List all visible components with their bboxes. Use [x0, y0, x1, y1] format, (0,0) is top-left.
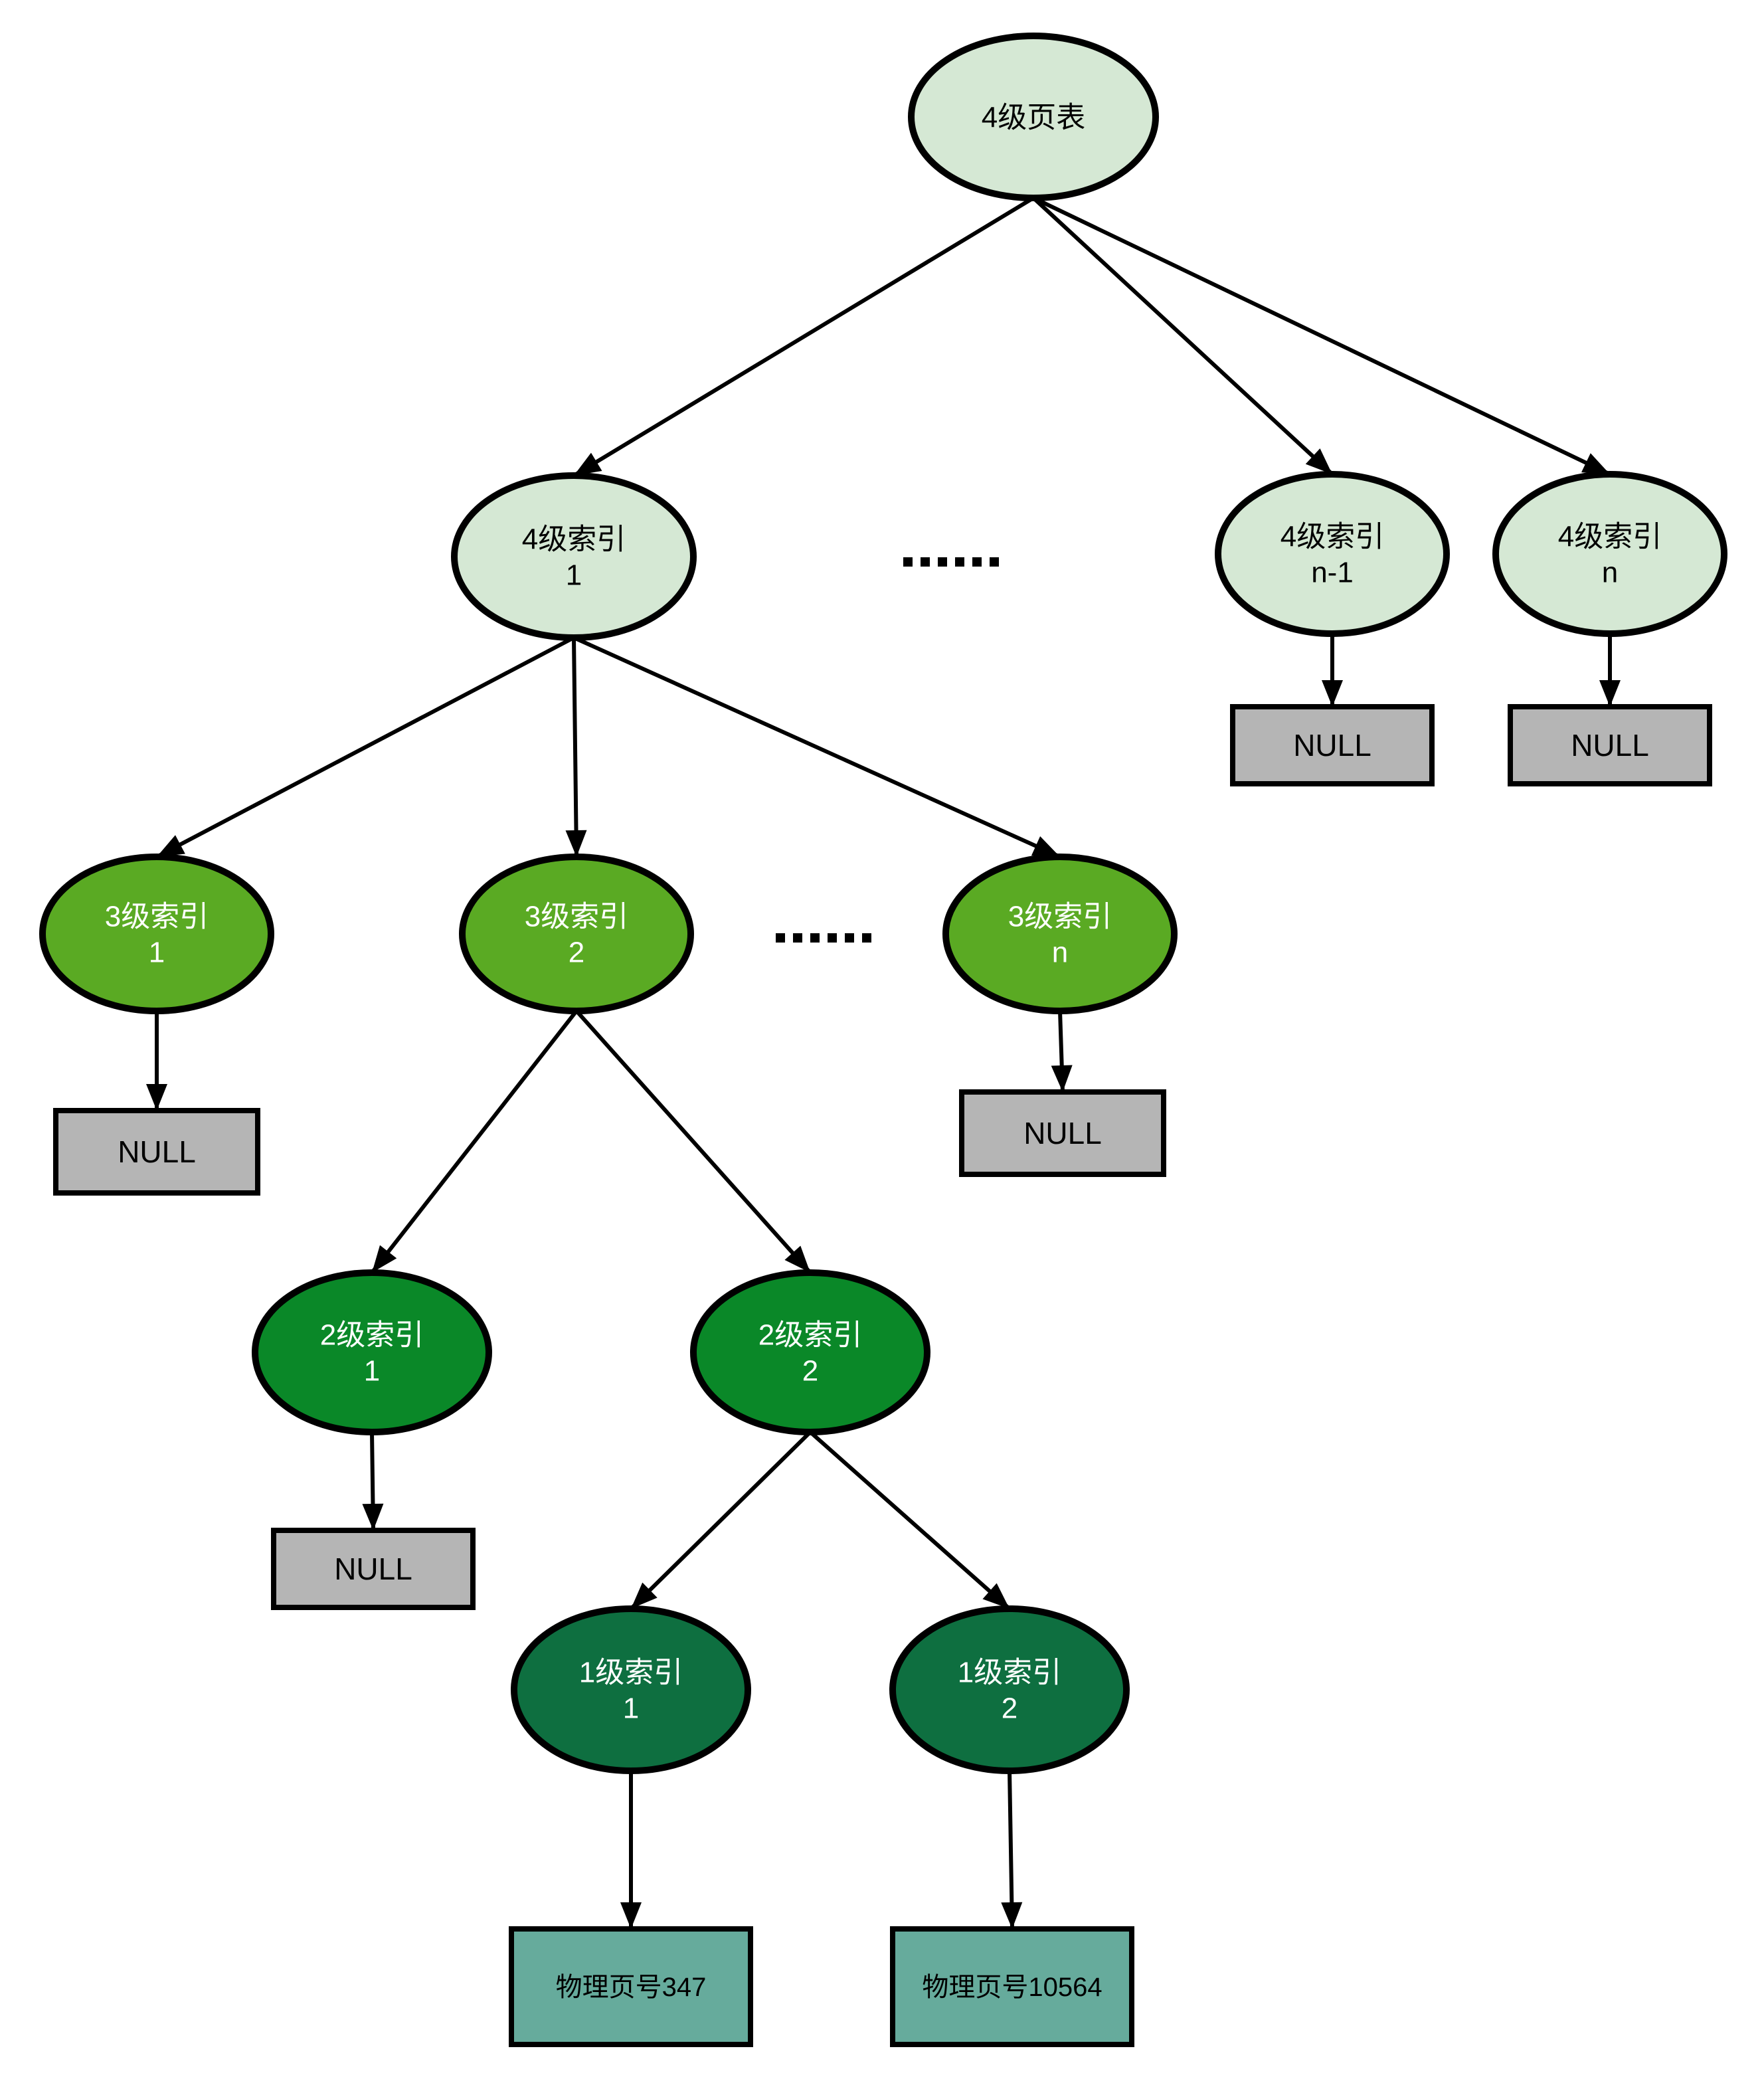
node-l1-index-1: 1级索引 1 [511, 1605, 751, 1774]
node-l1-index-1-label: 1 [623, 1692, 639, 1724]
node-null-l3-n-shape [959, 1089, 1166, 1177]
node-null-l2-1: NULL [271, 1528, 476, 1610]
ellipsis-dot [828, 933, 837, 943]
node-l4-root-label: 4级页表 [982, 101, 1085, 134]
node-l3-index-2-label: 2 [569, 936, 584, 968]
node-l4-root: 4级页表 [908, 33, 1159, 201]
node-l3-index-1-shape [39, 854, 274, 1014]
ellipsis-dot [972, 557, 982, 567]
node-page-347-shape [509, 1926, 753, 2047]
node-null-l3-1-label: NULL [118, 1134, 196, 1169]
dots-level3-ellipsis [776, 933, 871, 943]
ellipsis-dot [862, 933, 871, 943]
node-l2-index-1-label: 1 [364, 1354, 380, 1387]
ellipsis-dot [845, 933, 854, 943]
node-l1-index-2: 1级索引 2 [889, 1605, 1130, 1774]
node-l1-index-2-label: 1级索引 [958, 1656, 1061, 1688]
edge-l3-index-2-to-l2-index-1 [370, 1010, 578, 1274]
node-null-l4-n-label: NULL [1571, 728, 1649, 763]
node-l3-index-2-label: 3级索引 [525, 900, 628, 933]
node-l2-index-1-shape [252, 1269, 492, 1435]
ellipsis-dot [903, 557, 913, 567]
node-page-347: 物理页号347 [509, 1926, 753, 2047]
node-l4-index-n-label: 4级索引 [1558, 520, 1662, 553]
node-l3-index-n-shape [942, 854, 1178, 1014]
node-l1-index-1-label: 1级索引 [579, 1656, 683, 1688]
node-l3-index-1-label: 3级索引 [105, 900, 209, 933]
node-l4-index-1-label: 4级索引 [522, 523, 626, 555]
node-l2-index-2-label: 2 [802, 1354, 818, 1387]
ellipsis-dot [793, 933, 802, 943]
node-null-l4-n1-label: NULL [1293, 728, 1371, 763]
node-page-10564: 物理页号10564 [890, 1926, 1134, 2047]
node-null-l3-n-label: NULL [1023, 1116, 1102, 1150]
ellipsis-dot [990, 557, 999, 567]
node-null-l4-n1-shape [1230, 704, 1435, 786]
edge-l2-index-2-to-l1-index-2 [809, 1430, 1011, 1611]
node-l2-index-1-label: 2级索引 [320, 1318, 424, 1351]
ellipsis-dot [776, 933, 785, 943]
ellipsis-dot [938, 557, 947, 567]
edge-l4-index-1-to-l3-index-n [573, 636, 1061, 859]
edge-l4-index-1-to-l3-index-1 [155, 636, 575, 859]
edge-l3-index-2-to-l2-index-2 [574, 1010, 812, 1274]
edge-l1-index-2-to-page-10564 [1001, 1770, 1023, 1930]
node-l4-index-n-label: n [1602, 556, 1618, 589]
node-l4-index-1: 4级索引 1 [451, 472, 697, 641]
edge-l2-index-2-to-l1-index-1 [629, 1430, 812, 1611]
ellipsis-dot [921, 557, 930, 567]
node-null-l2-1-label: NULL [334, 1552, 412, 1586]
node-l4-index-n-shape [1492, 471, 1727, 637]
node-l1-index-1-shape [511, 1605, 751, 1774]
node-page-10564-label: 物理页号10564 [922, 1973, 1102, 2002]
node-null-l4-n1: NULL [1230, 704, 1435, 786]
node-l4-index-n1-shape [1215, 471, 1450, 637]
ellipsis-dot [810, 933, 820, 943]
edge-l4-root-to-l4-index-n [1032, 196, 1611, 476]
node-l1-index-2-shape [889, 1605, 1130, 1774]
edge-l4-index-1-to-l3-index-2 [565, 637, 587, 858]
node-l1-index-2-label: 2 [1002, 1692, 1017, 1724]
node-l3-index-2-shape [459, 854, 694, 1014]
node-page-347-label: 物理页号347 [556, 1973, 707, 2002]
node-l3-index-n-label: n [1052, 936, 1068, 968]
edge-l2-index-1-to-null-l2-1 [362, 1431, 384, 1531]
node-l4-index-1-label: 1 [566, 559, 582, 591]
node-null-l3-1: NULL [53, 1108, 260, 1196]
edge-l4-root-to-l4-index-n1 [1031, 196, 1334, 476]
node-null-l4-n: NULL [1508, 704, 1712, 786]
ellipsis-dot [955, 557, 964, 567]
node-null-l3-1-shape [53, 1108, 260, 1196]
node-page-10564-shape [890, 1926, 1134, 2047]
node-l4-index-n1-label: 4级索引 [1280, 520, 1384, 553]
edge-l3-index-n-to-null-l3-n [1051, 1010, 1073, 1093]
node-l4-index-n1-label: n-1 [1311, 556, 1354, 589]
node-l4-index-1-shape [451, 472, 697, 641]
node-l2-index-2-label: 2级索引 [758, 1318, 862, 1351]
node-l2-index-2-shape [690, 1269, 930, 1435]
edge-l4-root-to-l4-index-1 [573, 196, 1035, 478]
node-l3-index-n-label: 3级索引 [1008, 900, 1112, 933]
node-null-l3-n: NULL [959, 1089, 1166, 1177]
node-l3-index-1-label: 1 [149, 936, 165, 968]
dots-level4-ellipsis [903, 557, 999, 567]
